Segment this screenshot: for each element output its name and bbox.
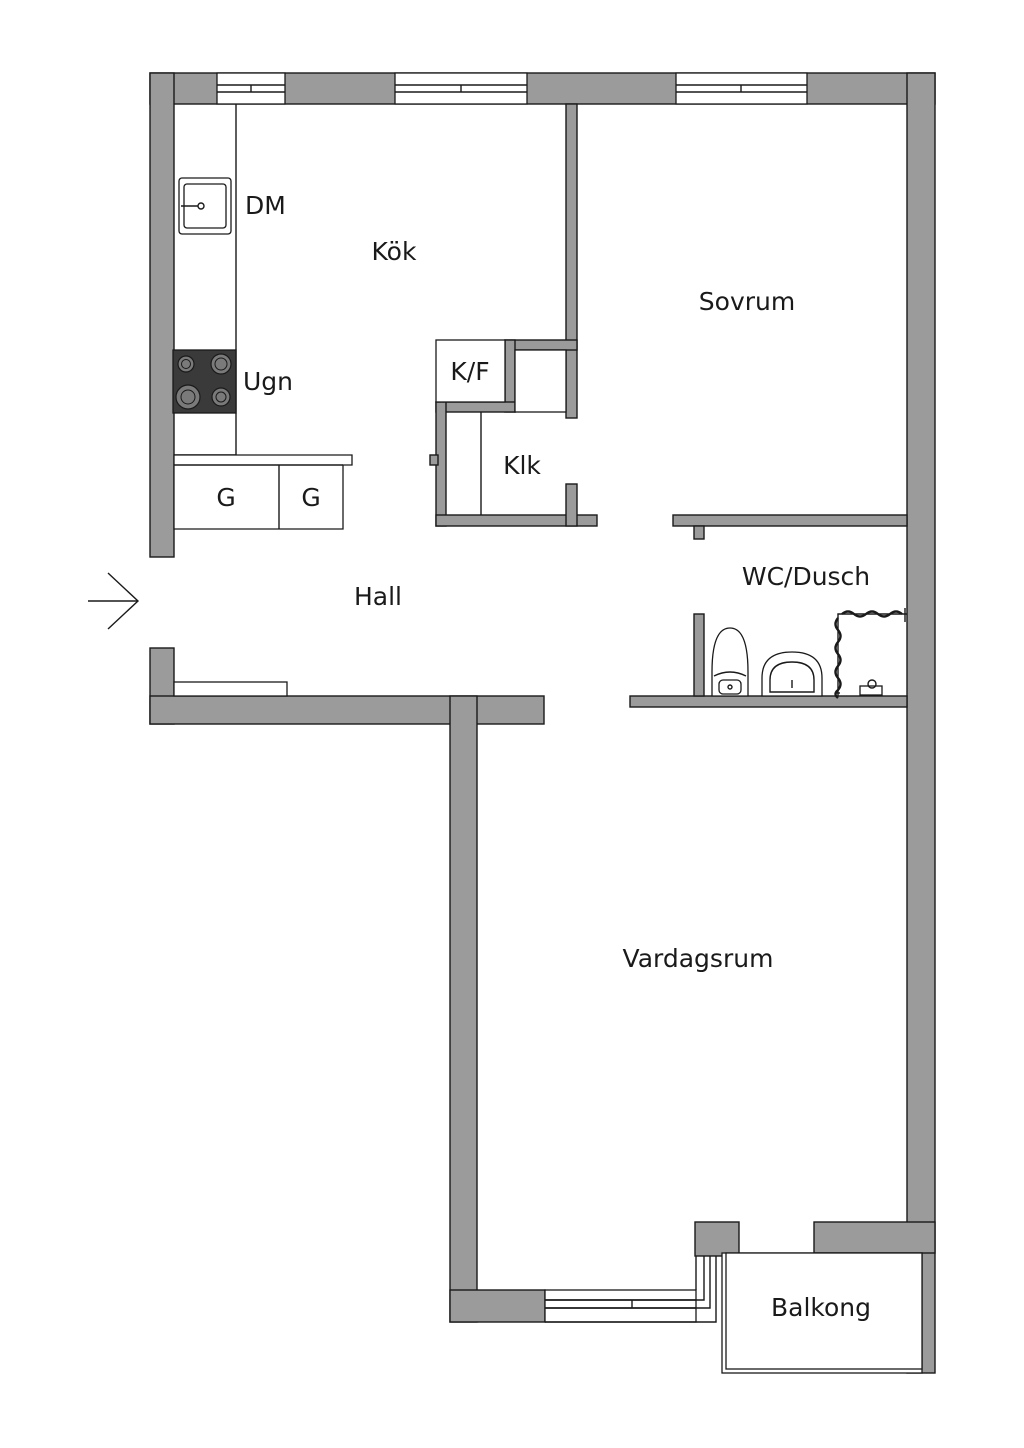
arrow-right-icon bbox=[88, 572, 140, 630]
room-label-klk: Klk bbox=[503, 451, 541, 480]
wall-pillar bbox=[694, 1221, 740, 1257]
wall-kitchen-bedroom bbox=[565, 103, 578, 419]
fixture-label-dm: DM bbox=[245, 191, 286, 220]
wall-right bbox=[906, 72, 936, 1374]
hall-shelf bbox=[173, 681, 288, 697]
wall-left-upper bbox=[149, 72, 175, 558]
wall-klk-bottom bbox=[435, 514, 598, 527]
balcony-door bbox=[545, 1256, 717, 1323]
wall-bedroom-wc bbox=[672, 514, 908, 527]
wall-wc-left-stub bbox=[693, 613, 705, 697]
wall-hall-bottom bbox=[149, 695, 545, 725]
stove-icon bbox=[172, 349, 237, 414]
wall-kf-side bbox=[504, 339, 516, 413]
room-label-balkong: Balkong bbox=[771, 1293, 871, 1322]
room-label-vardagsrum: Vardagsrum bbox=[623, 944, 774, 973]
window-kitchen-right bbox=[394, 72, 528, 105]
walls bbox=[149, 72, 936, 1374]
window-bedroom bbox=[675, 72, 808, 105]
kitchen-counter bbox=[173, 104, 353, 530]
wall-bedroom-wc-stub bbox=[693, 525, 705, 540]
balcony-inner bbox=[725, 1252, 923, 1370]
wall-living-bottom-right bbox=[813, 1221, 936, 1254]
window-kitchen-left bbox=[216, 72, 286, 105]
wall-klk-top bbox=[435, 401, 516, 413]
fixture-label-kf: K/F bbox=[450, 357, 489, 386]
wall-klk-right-stub bbox=[565, 483, 578, 527]
wall-living-left bbox=[449, 695, 478, 1323]
fixture-label-g2: G bbox=[301, 483, 320, 512]
counter-lower bbox=[173, 454, 353, 530]
wall-klk-notch bbox=[429, 454, 439, 466]
shower-curtain-icon bbox=[834, 608, 907, 699]
room-label-wc: WC/Dusch bbox=[742, 562, 870, 591]
fixture-label-g1: G bbox=[216, 483, 235, 512]
sink-icon bbox=[178, 177, 232, 235]
room-label-kok: Kök bbox=[372, 237, 417, 266]
wall-kf-top bbox=[504, 339, 578, 351]
washbasin-icon bbox=[761, 651, 823, 697]
fridge-freezer bbox=[435, 339, 506, 403]
wall-wc-living bbox=[629, 695, 908, 708]
wall-living-bottom-left bbox=[449, 1289, 546, 1323]
fixture-label-ugn: Ugn bbox=[243, 367, 293, 396]
room-label-sovrum: Sovrum bbox=[699, 287, 795, 316]
closet-small bbox=[514, 349, 567, 413]
window-living bbox=[544, 1289, 697, 1323]
room-label-hall: Hall bbox=[354, 582, 402, 611]
toilet-icon bbox=[711, 627, 749, 697]
windows bbox=[216, 72, 808, 1323]
